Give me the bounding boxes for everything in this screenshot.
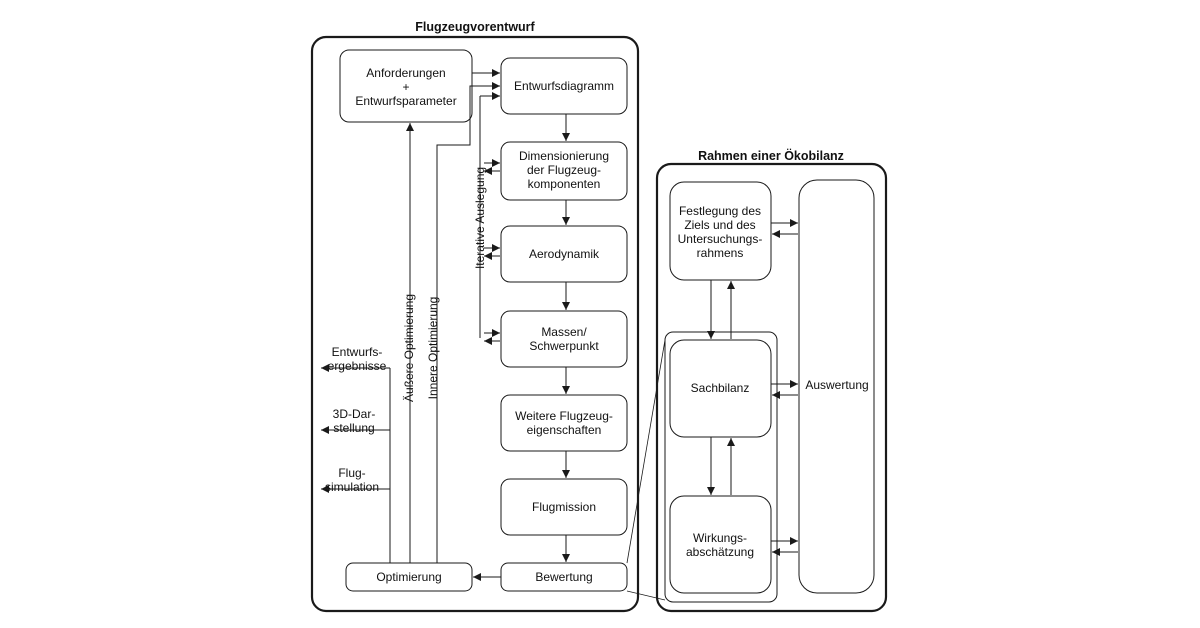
left-panel-frame [310, 35, 640, 613]
svg-text:Entwurfsdiagramm: Entwurfsdiagramm [514, 79, 614, 93]
box-sachbilanz: Sachbilanz [669, 339, 772, 438]
box-entwurfsdiagramm: Entwurfsdiagramm [500, 57, 628, 115]
svg-text:Bewertung: Bewertung [535, 570, 592, 584]
svg-text:Sachbilanz: Sachbilanz [691, 381, 750, 395]
svg-text:Aerodynamik: Aerodynamik [529, 247, 600, 261]
right-panel-title: Rahmen einer Ökobilanz [698, 148, 844, 163]
inventory-group-frame [664, 331, 778, 603]
box-auswertung: Auswertung [798, 179, 875, 594]
svg-text:Optimierung: Optimierung [376, 570, 441, 584]
box-weitere: Weitere Flugzeug-eigenschaften [500, 394, 628, 452]
iterative-loop [479, 92, 500, 345]
svg-text:Anforderungen+Entwurfsparamete: Anforderungen+Entwurfsparameter [355, 66, 456, 108]
box-anforderungen: Anforderungen+Entwurfsparameter [339, 49, 473, 123]
label-innere-optimierung: Innere Optimierung [426, 297, 440, 400]
output-3d-darstellung: 3D-Dar-stellung [333, 407, 376, 435]
box-optimierung: Optimierung [345, 562, 473, 592]
label-iterative-auslegung: Iterative Auslegung [473, 167, 487, 269]
box-wirkungsabschaetzung: Wirkungs-abschätzung [669, 495, 772, 594]
optimization-loops [321, 82, 500, 563]
svg-text:Auswertung: Auswertung [805, 378, 868, 392]
label-aeussere-optimierung: Äußere Optimierung [402, 294, 416, 402]
box-aerodynamik: Aerodynamik [500, 225, 628, 283]
box-bewertung: Bewertung [500, 562, 628, 592]
output-flugsimulation: Flug-simulation [325, 466, 379, 494]
chain-arrows [472, 69, 570, 581]
svg-text:Wirkungs-abschätzung: Wirkungs-abschätzung [686, 531, 754, 559]
svg-text:Massen/Schwerpunkt: Massen/Schwerpunkt [529, 325, 599, 353]
svg-text:Flugmission: Flugmission [532, 500, 596, 514]
output-entwurfsergebnisse: Entwurfs-ergebnisse [328, 345, 387, 373]
zoom-connector-lines [626, 339, 666, 601]
lca-arrows [707, 219, 798, 556]
box-flugmission: Flugmission [500, 478, 628, 536]
svg-text:Weitere Flugzeug-eigenschaften: Weitere Flugzeug-eigenschaften [515, 409, 613, 437]
left-panel-title: Flugzeugvorentwurf [415, 20, 535, 34]
box-massen: Massen/Schwerpunkt [500, 310, 628, 368]
